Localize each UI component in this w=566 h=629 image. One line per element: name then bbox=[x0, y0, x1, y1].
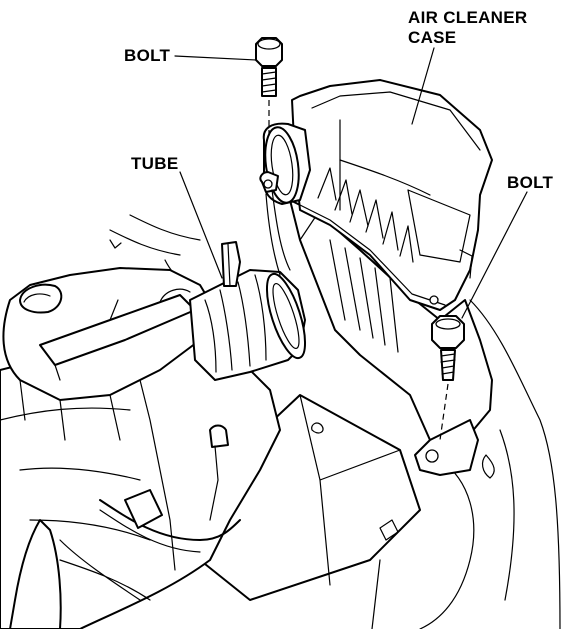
right-bolt bbox=[431, 315, 465, 441]
air-cleaner-case bbox=[259, 79, 493, 476]
top-bolt bbox=[255, 37, 283, 140]
label-bolt-top: BOLT bbox=[124, 46, 171, 65]
engine-body bbox=[0, 214, 281, 629]
wire-harness bbox=[9, 424, 241, 629]
intake-tube bbox=[189, 241, 307, 381]
label-air-cleaner-case-line1: AIR CLEANER bbox=[408, 8, 528, 27]
leader-bolt-top bbox=[174, 55, 257, 61]
leader-bolt-right bbox=[461, 191, 528, 319]
leader-air-cleaner-case bbox=[411, 47, 435, 125]
label-bolt-right: BOLT bbox=[507, 173, 554, 192]
label-air-cleaner-case-line2: CASE bbox=[408, 28, 457, 47]
leader-tube bbox=[179, 171, 223, 279]
label-tube: TUBE bbox=[131, 154, 179, 173]
engine-bay-background bbox=[371, 299, 561, 629]
intake-manifold bbox=[2, 267, 216, 441]
leader-lines bbox=[174, 47, 528, 319]
